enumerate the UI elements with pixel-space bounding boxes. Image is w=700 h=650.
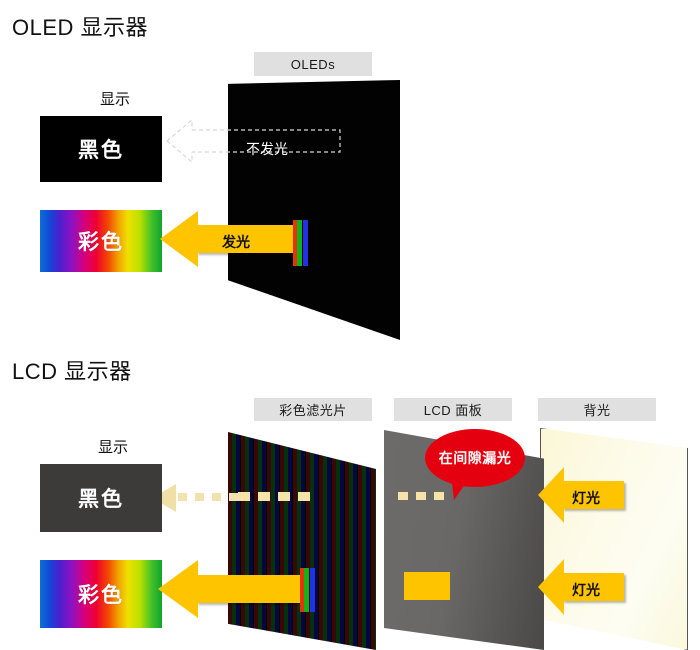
oled-black-result-label: 黑色 <box>78 139 124 162</box>
leak-beam-filter-dots <box>238 492 310 501</box>
oleds-tag: OLEDs <box>254 52 372 76</box>
color-filter-tag: 彩色滤光片 <box>254 398 372 421</box>
light-leak-callout: 在间隙漏光 <box>425 429 525 487</box>
oled-emission-arrow-shaft <box>196 225 296 253</box>
backlight-panel <box>540 428 688 650</box>
oled-color-result-label: 彩色 <box>78 231 124 254</box>
oled-no-emission-label: 不发光 <box>246 141 288 157</box>
oleds-tag-label: OLEDs <box>290 56 336 72</box>
lamp-label-bottom: 灯光 <box>572 582 600 598</box>
lcd-rgb-subpixel-stripe <box>300 568 315 612</box>
lamp-arrow-head-top <box>538 467 564 523</box>
oled-display-label: 显示 <box>99 91 130 108</box>
lamp-label-top: 灯光 <box>572 490 600 506</box>
lcd-panel-tag: LCD 面板 <box>394 398 512 421</box>
color-filter-tag-label: 彩色滤光片 <box>279 403 347 418</box>
color-filter-panel <box>228 432 376 650</box>
lcd-black-result-box: 黑色 <box>40 464 162 532</box>
lamp-arrow-shaft-top <box>562 481 624 509</box>
lcd-transmitted-light-shaft <box>404 572 450 600</box>
oled-emission-arrow-head <box>160 211 198 267</box>
lcd-black-result-label: 黑色 <box>78 488 124 511</box>
lcd-display-label: 显示 <box>97 439 128 456</box>
backlight-tag: 背光 <box>538 398 656 421</box>
lcd-color-result-label: 彩色 <box>78 584 124 607</box>
leak-beam-right-dots <box>398 492 444 500</box>
backlight-tag-label: 背光 <box>583 403 611 418</box>
leak-beam-left-dots <box>178 493 238 501</box>
lamp-arrow-shaft-bottom <box>562 573 624 601</box>
leak-beam-arrow-head <box>152 484 176 512</box>
oled-no-emission-arrow <box>166 118 341 164</box>
oled-color-result-box: 彩色 <box>40 210 162 272</box>
lcd-panel-tag-label: LCD 面板 <box>423 403 483 418</box>
lamp-arrow-head-bottom <box>538 559 564 615</box>
oled-rgb-subpixel-stripe <box>293 220 308 266</box>
lcd-color-result-box: 彩色 <box>40 560 162 628</box>
light-leak-callout-label: 在间隙漏光 <box>438 450 512 466</box>
lcd-output-arrow-shaft <box>196 575 308 603</box>
oled-section-title: OLED 显示器 <box>12 15 149 40</box>
lcd-section-title: LCD 显示器 <box>12 359 132 384</box>
oled-emission-label: 发光 <box>222 234 250 250</box>
oled-black-result-box: 黑色 <box>40 116 162 182</box>
lcd-output-arrow-head <box>158 560 198 618</box>
